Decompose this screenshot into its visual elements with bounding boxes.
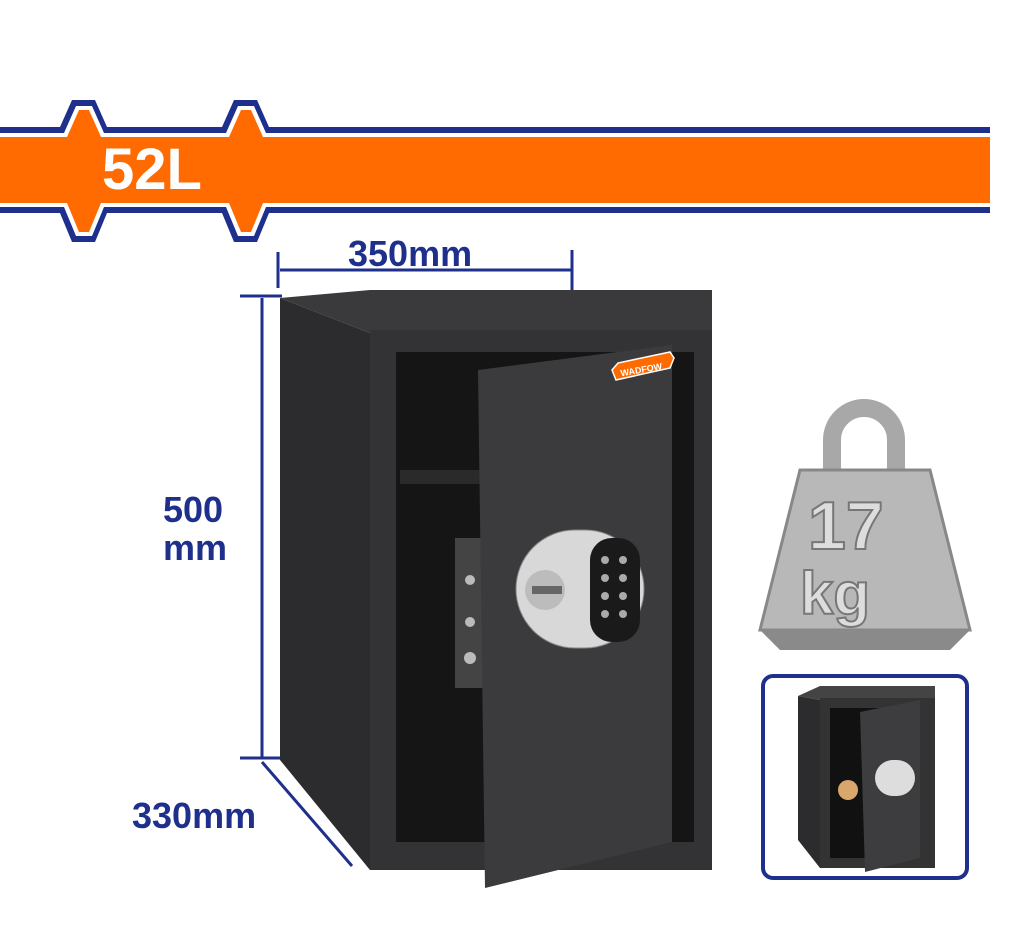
keypad-icon (601, 556, 627, 618)
depth-label: 330mm (132, 795, 257, 836)
width-label: 350mm (348, 233, 473, 274)
capacity-banner (0, 100, 990, 242)
weight-icon (758, 399, 972, 650)
height-label-unit: mm (163, 527, 228, 568)
weight-value: 17 (807, 488, 885, 564)
dimension-lines (240, 250, 574, 867)
capacity-label: 52L (102, 137, 202, 202)
safe (280, 290, 712, 888)
weight-unit: kg (799, 560, 871, 627)
inset-photo (761, 674, 969, 880)
height-label-value: 500 (163, 489, 224, 530)
